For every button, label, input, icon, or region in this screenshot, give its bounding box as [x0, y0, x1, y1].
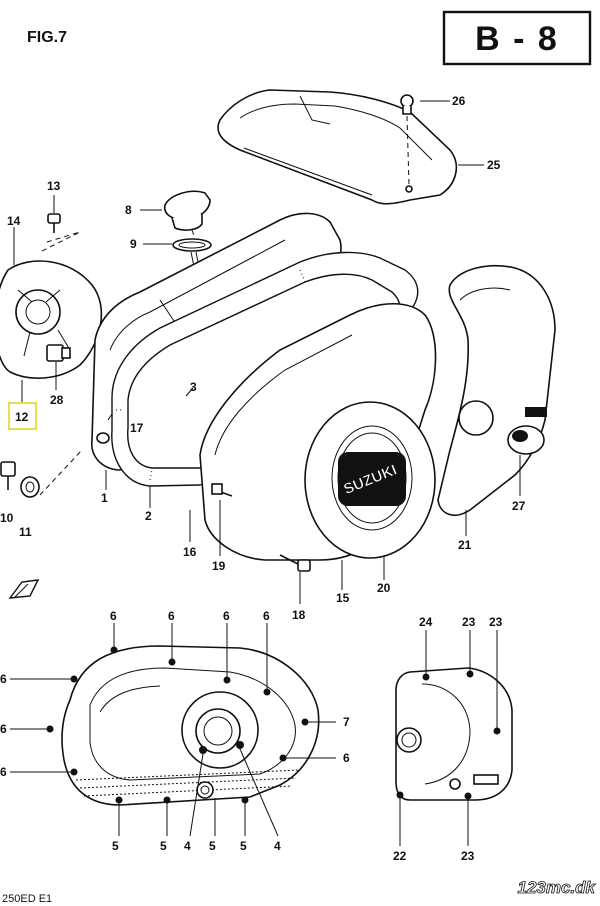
callout: 26 — [452, 94, 466, 108]
callout: 6 — [343, 751, 350, 765]
callout: 5 — [112, 839, 119, 853]
callout: 6 — [0, 765, 7, 779]
callout: 8 — [125, 203, 132, 217]
callout: 14 — [7, 214, 21, 228]
callout: 18 — [292, 608, 306, 622]
callout: 10 — [0, 511, 14, 525]
callout: 28 — [50, 393, 64, 407]
callout: 6 — [168, 609, 175, 623]
screw-13 — [39, 213, 81, 253]
callout: 5 — [240, 839, 247, 853]
left-cover-part — [0, 260, 103, 379]
model-code: 250ED E1 — [2, 893, 52, 905]
callout: 6 — [223, 609, 230, 623]
callout: 22 — [393, 849, 407, 863]
page-code-box — [442, 10, 592, 66]
callout: 6 — [110, 609, 117, 623]
callout: 5 — [160, 839, 167, 853]
callout: 9 — [130, 237, 137, 251]
callout: 23 — [489, 615, 503, 629]
callout: 23 — [461, 849, 475, 863]
callout: 2 — [145, 509, 152, 523]
highlight-box — [7, 401, 38, 431]
callout: 27 — [512, 499, 526, 513]
callout: 4 — [184, 839, 191, 853]
callout: 20 — [377, 581, 391, 595]
callout: 21 — [458, 538, 472, 552]
bolt-26 — [400, 94, 414, 186]
lower-cover-part — [46, 645, 320, 806]
callout: 23 — [462, 615, 476, 629]
callout: 16 — [183, 545, 197, 559]
callout: 19 — [212, 559, 226, 573]
callout: 13 — [47, 179, 61, 193]
right-cover-part — [437, 264, 556, 516]
callout: 1 — [101, 491, 108, 505]
callout: 5 — [209, 839, 216, 853]
page-code: B - 8 — [475, 20, 559, 58]
washer-11 — [20, 449, 83, 498]
callout-labels: 26 25 13 14 8 9 28 12 3 17 10 11 1 2 16 … — [0, 94, 526, 863]
callout: 12 — [15, 410, 29, 424]
callout: 17 — [130, 421, 144, 435]
callout: 7 — [343, 715, 350, 729]
callout: 11 — [19, 525, 32, 539]
watermark: 123mc.dk — [518, 878, 597, 897]
suzuki-emblem: SUZUKI — [338, 452, 406, 506]
callout: 3 — [190, 380, 197, 394]
arrow-icon — [8, 579, 40, 599]
callout: 24 — [419, 615, 433, 629]
callout: 15 — [336, 591, 350, 605]
bolt-18 — [279, 554, 311, 572]
callout: 6 — [0, 722, 7, 736]
bolt-19 — [211, 483, 233, 497]
callout: 6 — [0, 672, 7, 686]
plug-27 — [507, 425, 545, 455]
callout: 25 — [487, 158, 501, 172]
callout: 4 — [274, 839, 281, 853]
figure-label: FIG.7 — [27, 29, 67, 46]
callout: 6 — [263, 609, 270, 623]
sprocket-cover-part — [395, 667, 513, 801]
top-lid-part — [217, 89, 458, 205]
drain-bolt-10 — [0, 461, 16, 490]
